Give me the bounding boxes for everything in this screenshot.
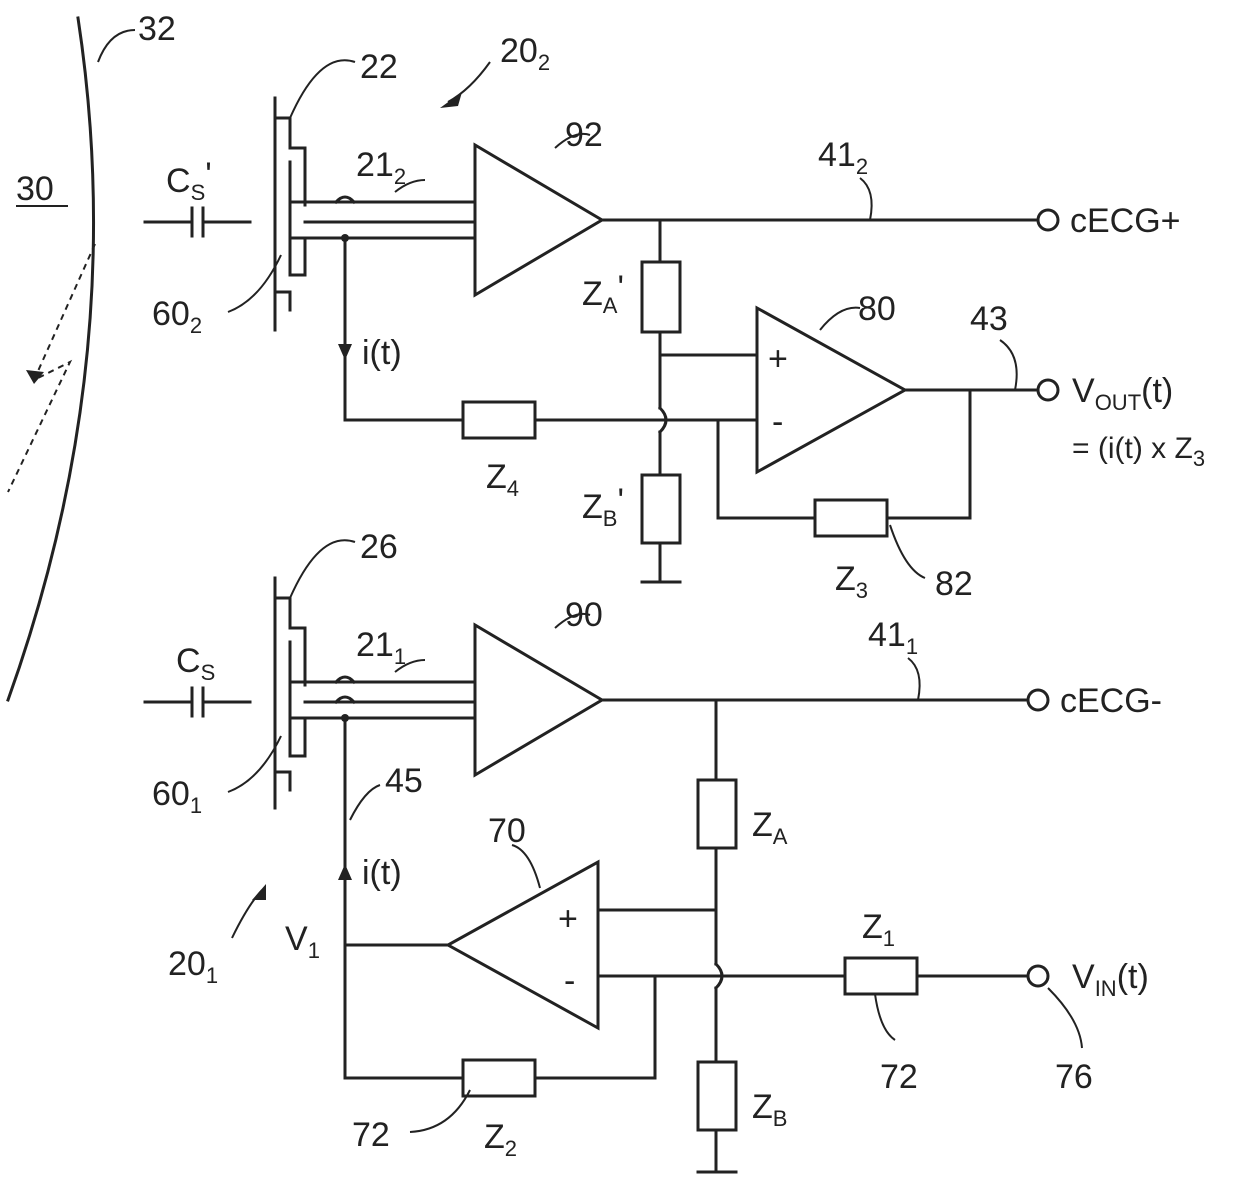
terminal-vout xyxy=(1038,380,1058,400)
ref-45: 45 xyxy=(385,762,423,800)
label-cecg-minus: cECG- xyxy=(1060,682,1162,720)
label-z2: Z2 xyxy=(484,1118,517,1161)
amplifier-90 xyxy=(475,625,602,775)
leader-20-2 xyxy=(448,62,490,102)
terminal-cecg-minus xyxy=(1028,690,1048,710)
amplifier-70 xyxy=(448,862,598,1028)
resistor-z3 xyxy=(815,500,887,536)
ref-90: 90 xyxy=(565,596,603,634)
label-cs-prime: CS' xyxy=(166,156,212,205)
leader-82 xyxy=(890,525,925,578)
ref-43: 43 xyxy=(970,300,1008,338)
ref-26: 26 xyxy=(360,528,398,566)
resistor-za xyxy=(698,780,736,848)
ref-22: 22 xyxy=(360,48,398,86)
resistor-zb-prime xyxy=(642,475,680,543)
body-surface-curve xyxy=(8,18,94,700)
plus-80: + xyxy=(768,340,788,378)
ref-21-2: 212 xyxy=(356,146,406,189)
resistor-z4 xyxy=(463,402,535,438)
resistor-z1 xyxy=(845,958,917,994)
ref-20-1: 201 xyxy=(168,945,218,988)
signal-arrow xyxy=(8,244,95,492)
label-vout-eq: = (i(t) x Z3 xyxy=(1072,432,1205,471)
leader-72-z2 xyxy=(410,1090,470,1132)
amplifier-80 xyxy=(757,308,905,472)
ref-82: 82 xyxy=(935,565,973,603)
resistor-z2 xyxy=(463,1060,535,1096)
label-vin: VIN(t) xyxy=(1072,958,1149,1001)
ref-70: 70 xyxy=(488,812,526,850)
label-v1: V1 xyxy=(285,920,320,963)
leader-60-1 xyxy=(228,736,281,792)
terminal-cecg-plus xyxy=(1038,210,1058,230)
ref-92: 92 xyxy=(565,116,603,154)
minus-70: - xyxy=(564,962,575,1000)
label-za-prime: ZA' xyxy=(582,269,624,318)
label-vout: VOUT(t) xyxy=(1072,372,1173,415)
ref-21-1: 211 xyxy=(356,626,406,669)
leader-26 xyxy=(290,540,355,598)
leader-80 xyxy=(820,308,860,330)
amplifier-92 xyxy=(475,145,602,295)
label-z3: Z3 xyxy=(835,560,868,603)
label-za: ZA xyxy=(752,806,788,849)
label-z4: Z4 xyxy=(486,458,519,501)
arrow-it-bottom xyxy=(338,864,352,880)
label-cecg-plus: cECG+ xyxy=(1070,202,1181,240)
leader-76 xyxy=(1048,988,1082,1048)
electrode-60-2-inner xyxy=(290,162,305,275)
label-cs: CS xyxy=(176,642,215,685)
ref-30: 30 xyxy=(16,170,54,208)
leader-70 xyxy=(512,845,540,888)
leader-72-z1 xyxy=(875,994,895,1040)
leader-22 xyxy=(290,60,355,118)
resistor-zb xyxy=(698,1062,736,1130)
label-z1: Z1 xyxy=(862,908,895,951)
ref-41-1: 411 xyxy=(868,616,918,659)
ref-72-b: 72 xyxy=(352,1116,390,1154)
ref-60-1: 601 xyxy=(152,775,202,818)
leader-60-2 xyxy=(228,255,281,312)
ref-32: 32 xyxy=(138,10,176,48)
label-it-top: i(t) xyxy=(362,334,402,372)
leader-41-2 xyxy=(860,178,872,220)
electrode-26-lower-step xyxy=(275,772,290,790)
leader-43 xyxy=(1000,340,1017,390)
label-zb-prime: ZB' xyxy=(582,482,624,531)
minus-80: - xyxy=(772,403,783,441)
leader-45 xyxy=(350,785,380,820)
resistor-za-prime xyxy=(642,262,680,332)
label-it-bottom: i(t) xyxy=(362,854,402,892)
terminal-vin xyxy=(1028,966,1048,986)
arrow-it-top xyxy=(338,344,352,360)
leader-41-1 xyxy=(908,658,920,700)
node-bottom-current xyxy=(341,714,349,722)
plus-70: + xyxy=(558,900,578,938)
electrode-22-lower-step xyxy=(275,292,290,310)
arrowhead-20-1 xyxy=(252,884,266,900)
ref-72-a: 72 xyxy=(880,1058,918,1096)
ref-20-2: 202 xyxy=(500,32,550,75)
leader-32 xyxy=(98,30,135,62)
ref-76: 76 xyxy=(1055,1058,1093,1096)
label-zb: ZB xyxy=(752,1088,787,1131)
electrode-60-1-inner xyxy=(290,642,305,756)
arrowhead-20-2 xyxy=(440,92,462,108)
ref-80: 80 xyxy=(858,290,896,328)
ref-41-2: 412 xyxy=(818,136,868,179)
ref-60-2: 602 xyxy=(152,295,202,338)
